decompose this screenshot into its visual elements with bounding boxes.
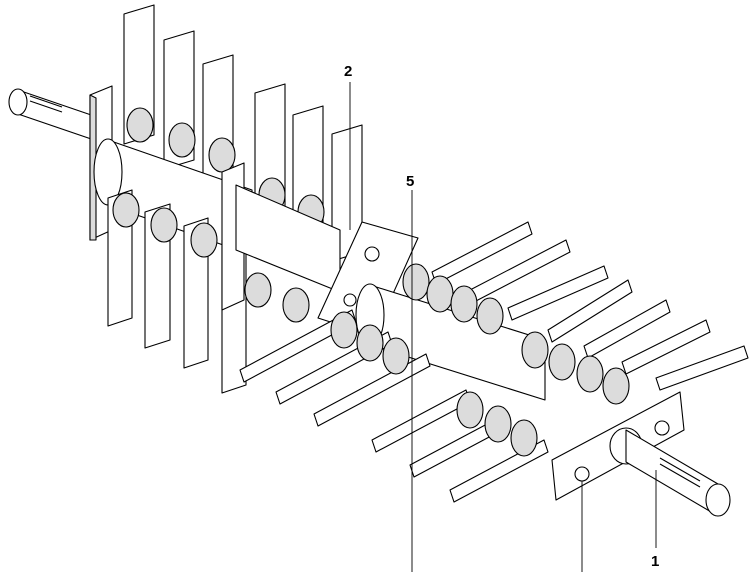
right-spacer-rollers xyxy=(402,263,630,405)
callout-1: 1 xyxy=(651,553,659,570)
central-diamond-plate xyxy=(317,221,419,337)
lower-blade-group xyxy=(107,189,310,394)
callout-2: 2 xyxy=(344,63,352,80)
left-shaft-end xyxy=(8,88,101,143)
lower-left-blades xyxy=(239,309,549,503)
right-shaft-end xyxy=(609,427,731,517)
right-upper-blades xyxy=(431,221,749,391)
leader-lines xyxy=(349,82,657,572)
callout-5: 5 xyxy=(406,173,414,190)
